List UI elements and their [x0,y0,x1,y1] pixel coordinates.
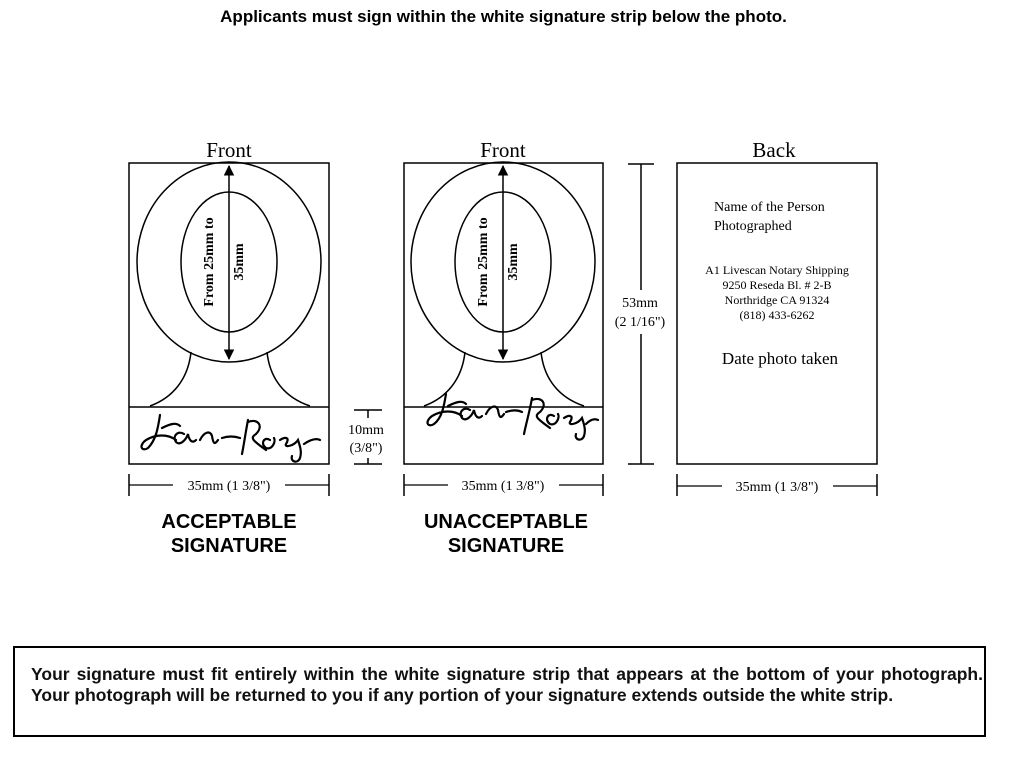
inner-oval-label-acceptable: From 25mm to [202,217,217,306]
inner-oval-label-unacceptable: From 25mm to [476,217,491,306]
strip-height-dimension: 10mm (3/8") [348,409,384,465]
address-line2: 9250 Reseda Bl. # 2-B [723,278,832,292]
width-label-acceptable: 35mm (1 3/8") [188,479,271,494]
name-label-line1: Name of the Person [714,200,825,215]
shoulders-acceptable [149,351,311,407]
acceptable-caption-line2: SIGNATURE [170,535,288,557]
address-line4: (818) 433-6262 [740,308,815,322]
signature-notice-text: Your signature must fit entirely within … [31,664,983,705]
unacceptable-caption: UNACCEPTABLE SIGNATURE [396,510,616,558]
shoulders-unacceptable [423,351,585,407]
unacceptable-caption-line1: UNACCEPTABLE [423,511,589,533]
acceptable-caption-line1: ACCEPTABLE [161,511,297,533]
photo-height-dimension: 53mm (2 1/16") [615,163,666,465]
strip-height-label-line1: 10mm [348,423,384,438]
name-label-line2: Photographed [714,219,792,234]
photo-frame-unacceptable [403,162,604,465]
strip-height-label-line2: (3/8") [350,441,383,456]
width-label-unacceptable: 35mm (1 3/8") [462,479,545,494]
date-taken-label: Date photo taken [722,349,839,368]
photo-back-frame [676,162,878,465]
acceptable-photo-panel: Front From 25mm to 35mm 35mm (1 3/8") [128,138,330,496]
head-outer-oval-unacceptable [410,161,596,363]
front-heading-unacceptable: Front [480,138,526,162]
address-line3: Northridge CA 91324 [725,293,830,307]
front-heading-acceptable: Front [206,138,252,162]
address-line1: A1 Livescan Notary Shipping [705,263,849,277]
back-heading: Back [752,138,796,162]
head-outer-oval-acceptable [136,161,322,363]
back-photo-panel: Back Name of the Person Photographed A1 … [676,138,878,496]
signature-notice-box: Your signature must fit entirely within … [13,646,986,737]
photo-height-label-line1: 53mm [622,296,658,311]
photo-height-label-line2: (2 1/16") [615,315,666,330]
acceptable-caption: ACCEPTABLE SIGNATURE [129,510,329,558]
unacceptable-caption-line2: SIGNATURE [447,535,565,557]
width-label-back: 35mm (1 3/8") [736,480,819,495]
signature-acceptable [140,413,322,463]
photo-spec-diagram: Front From 25mm to 35mm 35mm (1 3/8") 10… [128,138,878,496]
unacceptable-photo-panel: Front From 25mm to 35mm 35mm (1 3/8") [403,138,604,496]
photo-frame-acceptable [128,162,330,465]
signature-unacceptable [426,392,600,441]
outer-oval-label-unacceptable: 35mm [506,243,521,281]
outer-oval-label-acceptable: 35mm [232,243,247,281]
top-instruction: Applicants must sign within the white si… [220,7,787,26]
